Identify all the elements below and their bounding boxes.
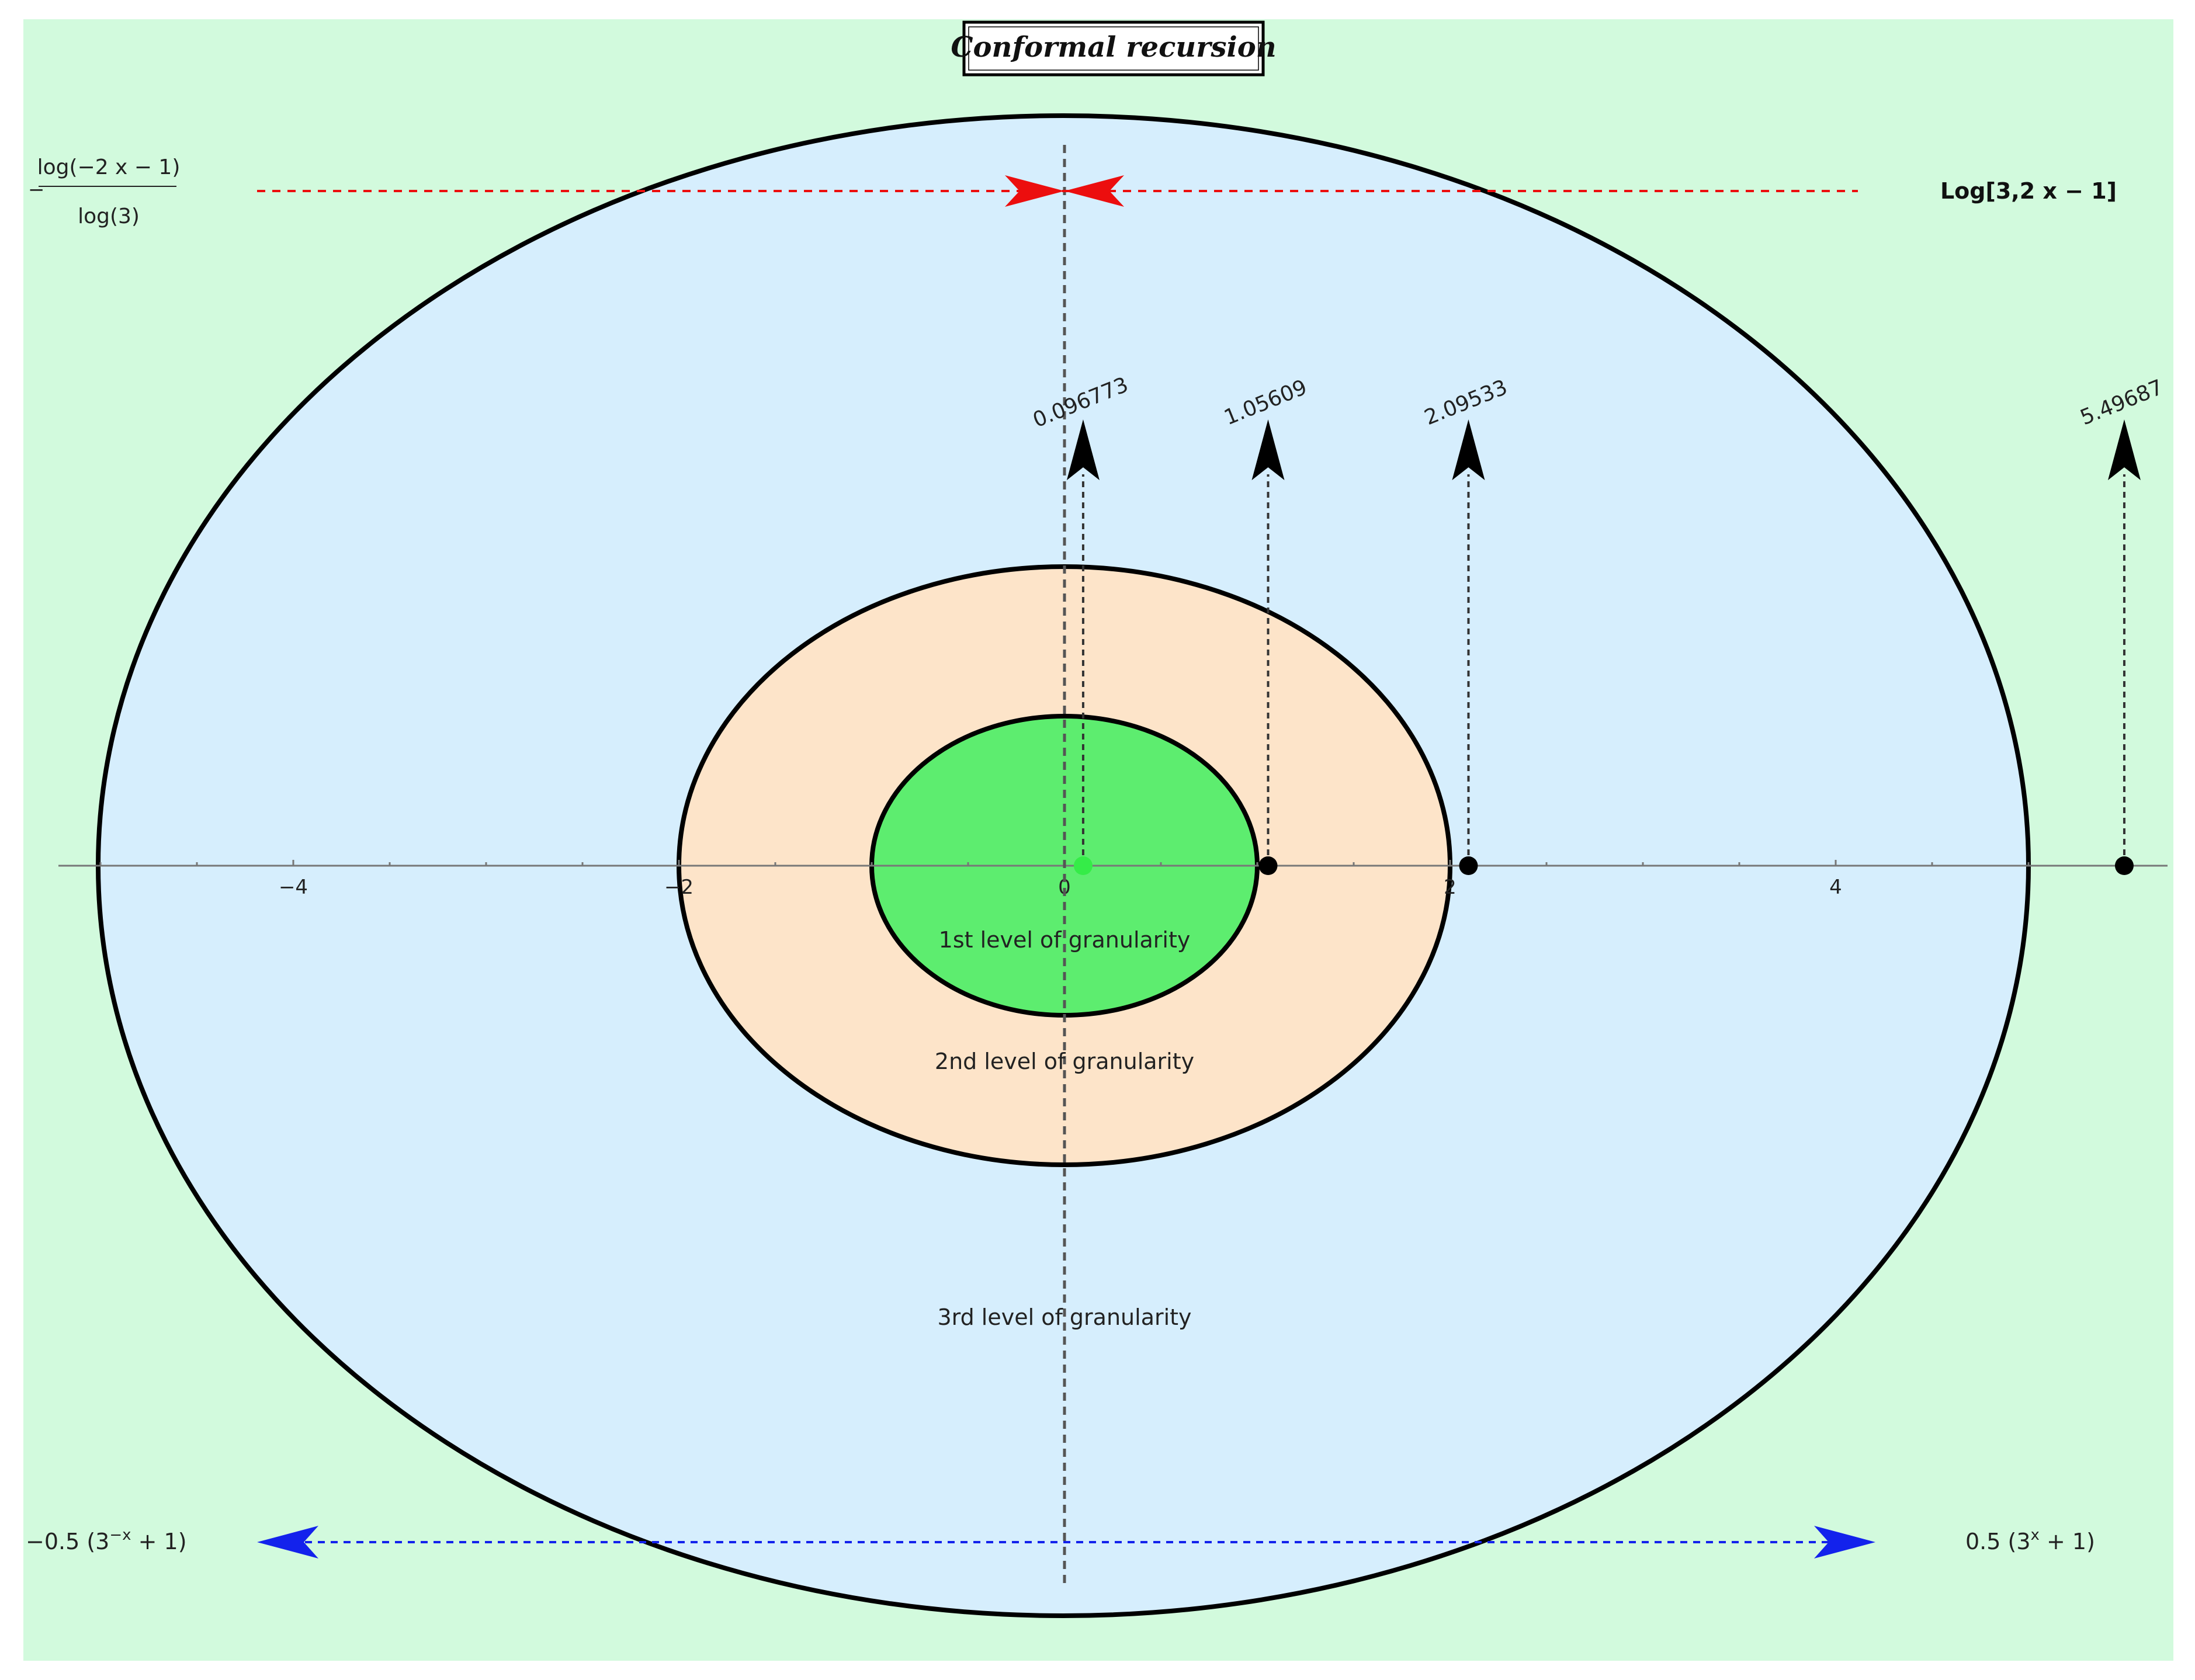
point-marker xyxy=(1258,856,1278,875)
bottom-left-label-exponent: −x xyxy=(109,1526,131,1544)
top-right-label: Log[3,2 x − 1] xyxy=(1940,178,2117,204)
tick-label-4: 4 xyxy=(1829,876,1842,899)
x-axis-tick-labels: −4 −2 0 2 4 xyxy=(279,876,1842,899)
bottom-right-label-prefix: 0.5 (3 xyxy=(1965,1529,2031,1554)
bottom-right-label-suffix: + 1) xyxy=(2040,1529,2095,1554)
bottom-right-label-exponent: x xyxy=(2031,1526,2040,1544)
page-title: Conformal recursion xyxy=(951,31,1276,64)
point-marker xyxy=(1459,856,1478,875)
tick-label-minus-2: −2 xyxy=(664,876,693,899)
tick-label-0: 0 xyxy=(1058,876,1071,899)
x-axis-ticks xyxy=(99,860,2030,866)
fraction-minus-sign: − xyxy=(28,178,45,202)
fraction-numerator: log(−2 x − 1) xyxy=(37,155,181,179)
point-arrow-head xyxy=(1452,419,1485,480)
bottom-left-label-suffix: + 1) xyxy=(131,1529,187,1554)
title-box-inner xyxy=(968,26,1259,71)
tick-label-minus-4: −4 xyxy=(279,876,308,899)
second-level-label: 2nd level of granularity xyxy=(935,1049,1194,1074)
point-marker xyxy=(1073,856,1093,875)
title-box xyxy=(962,20,1265,77)
bottom-left-label: −0.5 (3−x + 1) xyxy=(26,1526,187,1554)
blue-arrow-left xyxy=(257,1526,318,1558)
blue-arrow-right xyxy=(1814,1526,1875,1558)
point-arrow-head xyxy=(1251,419,1285,480)
tick-label-2: 2 xyxy=(1444,876,1457,899)
first-level-label: 1st level of granularity xyxy=(939,927,1191,953)
point-marker xyxy=(2114,856,2134,875)
point-arrow-head xyxy=(2107,419,2141,480)
bottom-right-label: 0.5 (3x + 1) xyxy=(1965,1526,2095,1554)
red-arrow-left-pointing xyxy=(1064,175,1124,207)
red-arrow-right-pointing xyxy=(1005,175,1064,207)
bottom-left-label-prefix: −0.5 (3 xyxy=(26,1529,109,1554)
third-level-label: 3rd level of granularity xyxy=(937,1304,1191,1330)
fraction-denominator: log(3) xyxy=(78,204,140,228)
point-arrow-head xyxy=(1066,419,1100,480)
